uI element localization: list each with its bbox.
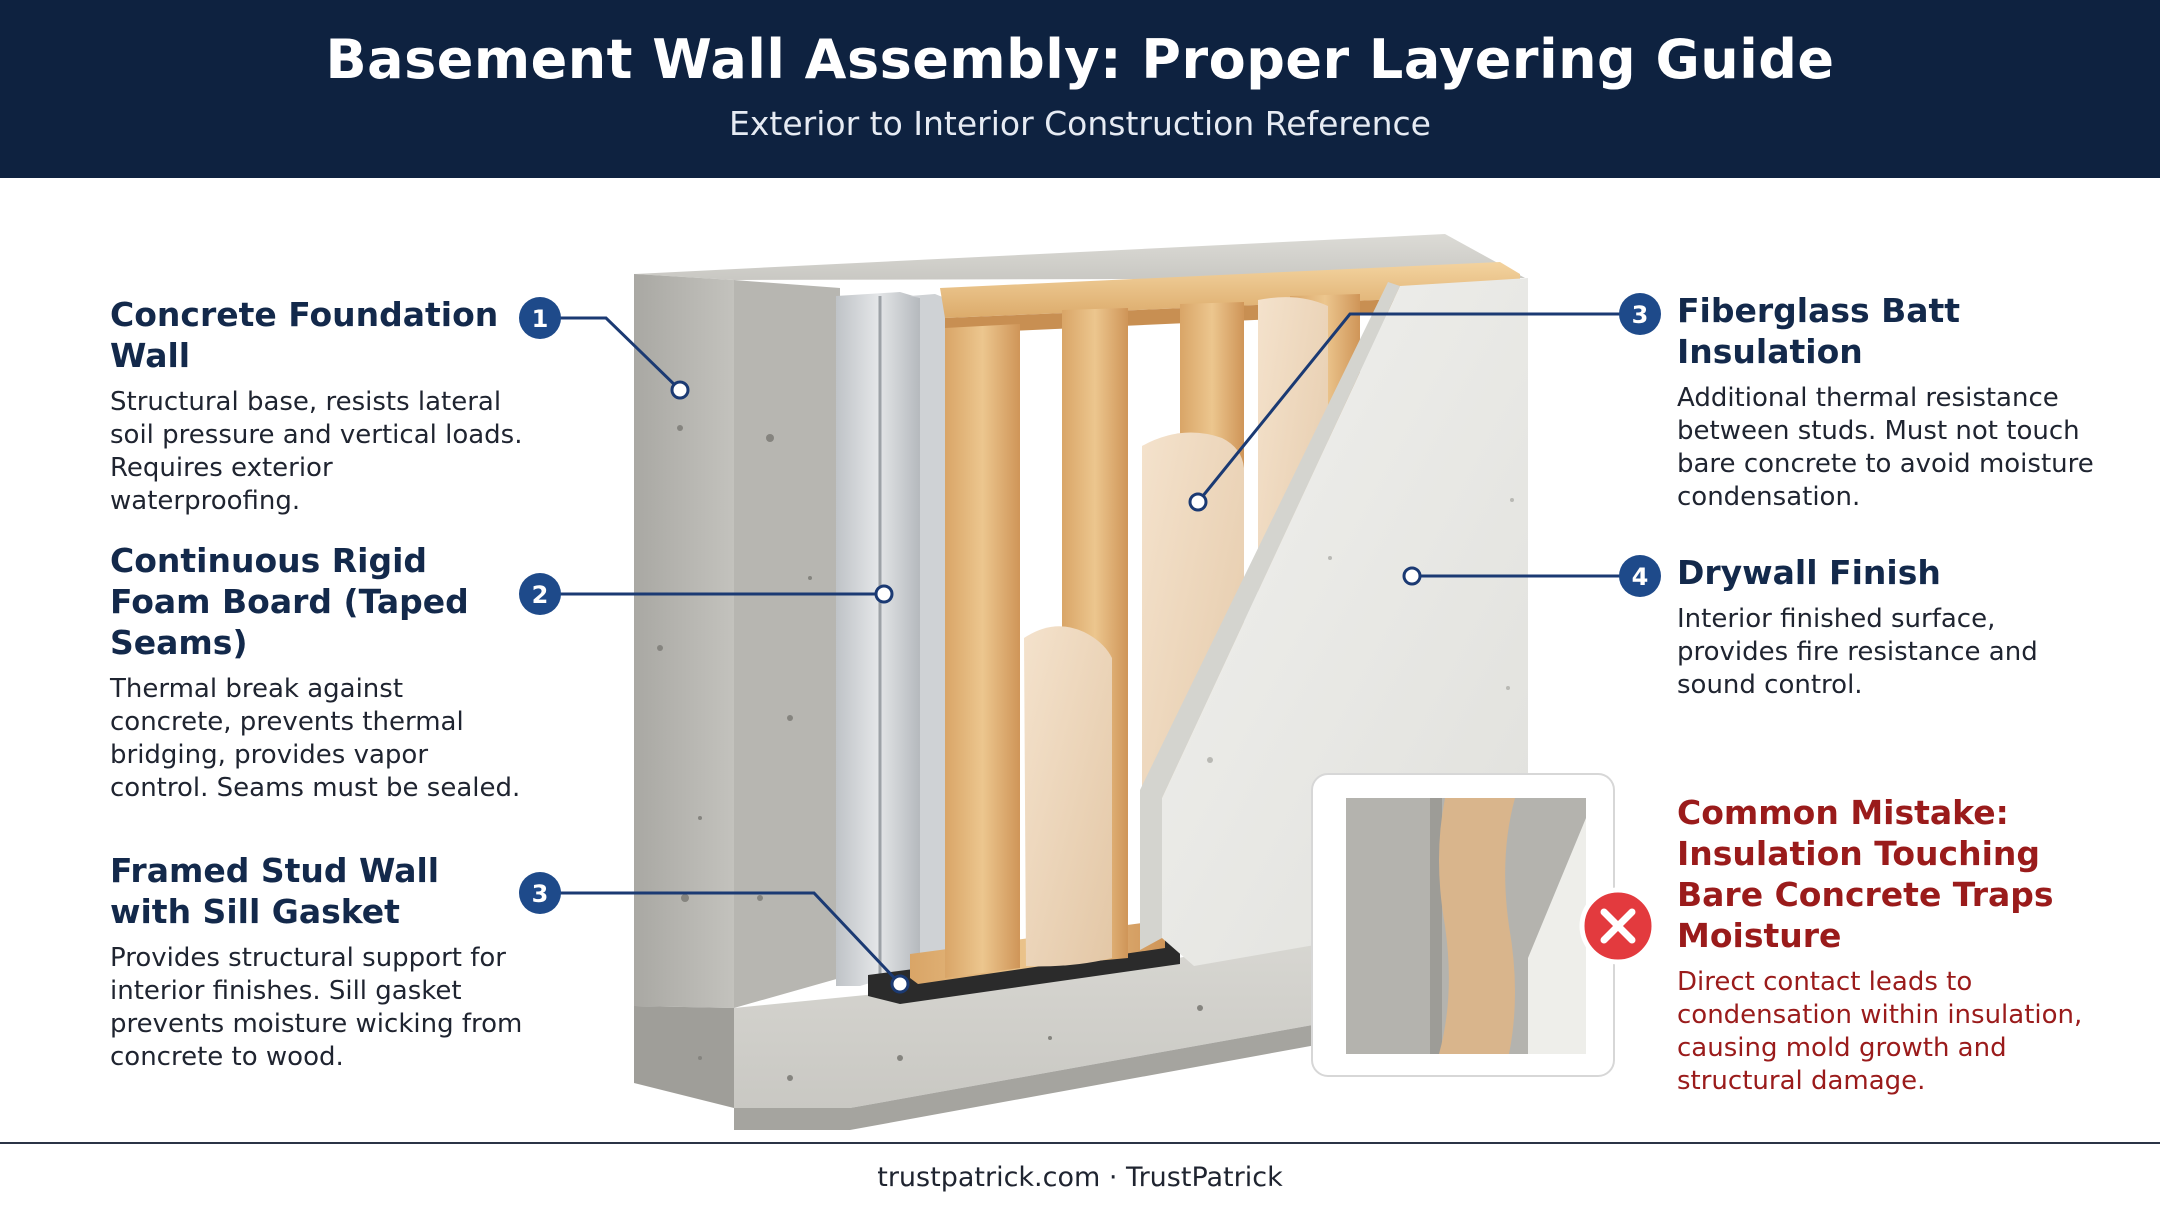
concrete-texture [657, 425, 1352, 1081]
label-concrete-foundation: Concrete Foundation Wall Structural base… [110, 294, 530, 518]
badge-2: 2 [519, 573, 561, 615]
leader-1 [558, 316, 682, 392]
label-rigid-foam-desc: Thermal break against concrete, prevents… [110, 674, 521, 803]
badge-3a: 3 [519, 872, 561, 914]
badge-1-number: 1 [532, 305, 549, 333]
label-rigid-foam: Continuous Rigid Foam Board (Taped Seams… [110, 540, 530, 805]
inset-insulation [1439, 798, 1515, 1054]
badge-4: 4 [1619, 555, 1661, 597]
page-title: Basement Wall Assembly: Proper Layering … [325, 28, 1835, 91]
foam-board-edge [910, 294, 945, 973]
badge-1: 1 [519, 297, 561, 339]
footer-divider [0, 1142, 2160, 1144]
concrete-wall-inner [734, 280, 840, 1008]
badge-3a-number: 3 [532, 880, 549, 908]
label-fiberglass-batt-title: Fiberglass Batt Insulation [1677, 291, 1961, 371]
rigid-foam-board [836, 292, 920, 986]
label-stud-wall-desc: Provides structural support for interior… [110, 943, 523, 1072]
badge-3b: 3 [1619, 293, 1661, 335]
label-common-mistake-desc: Direct contact leads to condensation wit… [1677, 967, 2083, 1096]
label-fiberglass-batt-desc: Additional thermal resistance between st… [1677, 383, 2094, 512]
top-plate [940, 262, 1520, 318]
label-fiberglass-batt: Fiberglass Batt Insulation Additional th… [1677, 290, 2097, 514]
label-concrete-foundation-desc: Structural base, resists lateral soil pr… [110, 387, 523, 516]
concrete-slab-edge [634, 1006, 734, 1108]
label-rigid-foam-title: Continuous Rigid Foam Board (Taped Seams… [110, 541, 469, 662]
mistake-inset [1311, 773, 1657, 1077]
page-subtitle: Exterior to Interior Construction Refere… [729, 104, 1431, 143]
label-drywall: Drywall Finish Interior finished surface… [1677, 552, 2097, 702]
label-common-mistake-title: Common Mistake: Insulation Touching Bare… [1677, 793, 2054, 955]
footer-credit: trustpatrick.com · TrustPatrick [877, 1162, 1283, 1193]
label-concrete-foundation-title: Concrete Foundation Wall [110, 295, 499, 375]
error-x-mark [1600, 908, 1636, 944]
batt-1 [1024, 626, 1112, 967]
wall-assembly-diagram: 1 2 3 3 4 Concrete Foundation Wall Struc… [0, 178, 2160, 1146]
badge-3b-number: 3 [1632, 301, 1649, 329]
inset-drywall [1528, 818, 1586, 1054]
label-stud-wall: Framed Stud Wall with Sill Gasket Provid… [110, 850, 530, 1074]
header-banner: Basement Wall Assembly: Proper Layering … [0, 0, 2160, 178]
concrete-wall-face [634, 274, 734, 1008]
leader-endpoints [670, 380, 1422, 994]
label-drywall-desc: Interior finished surface, provides fire… [1677, 604, 2038, 700]
drywall-texture [1207, 498, 1514, 763]
leader-3b [1196, 312, 1620, 503]
label-common-mistake: Common Mistake: Insulation Touching Bare… [1677, 792, 2097, 1098]
wall-cross-section-illustration: 1 2 3 3 4 [519, 234, 1661, 1130]
leader-lines [558, 312, 1620, 986]
stud-1 [945, 324, 1020, 978]
badge-2-number: 2 [532, 581, 549, 609]
label-stud-wall-title: Framed Stud Wall with Sill Gasket [110, 851, 440, 931]
label-drywall-title: Drywall Finish [1677, 553, 1941, 592]
inset-concrete-edge [1430, 798, 1442, 1054]
concrete-wall-top [634, 234, 1525, 280]
leader-3a [558, 891, 902, 986]
badge-4-number: 4 [1632, 563, 1649, 591]
